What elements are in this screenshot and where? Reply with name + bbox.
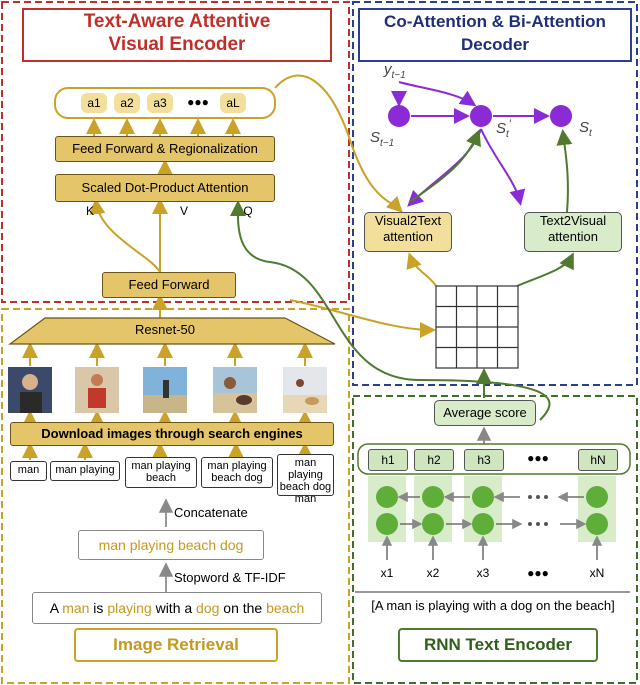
key-label: K: [85, 204, 94, 218]
attention-output-a2: a2: [114, 93, 140, 113]
attention-output-a1: a1: [81, 93, 107, 113]
stopword-label: Stopword & TF-IDF: [174, 570, 286, 585]
query-1: man: [10, 461, 47, 481]
query-label: Q: [243, 204, 253, 218]
hidden-h3: h3: [464, 449, 504, 471]
value-label: V: [179, 204, 188, 218]
s-next-label: St: [579, 119, 592, 139]
hidden-hN: hN: [578, 449, 618, 471]
average-score: Average score: [434, 400, 536, 426]
image-retrieval-frame: [1, 308, 350, 684]
y-prev-label: yt−1: [384, 61, 406, 81]
attention-output-ellipsis: ●●●: [187, 95, 209, 109]
input-x3: x3: [476, 566, 490, 580]
feed-forward-regionalization: Feed Forward & Regionalization: [55, 136, 275, 162]
resnet-trapezoid: [8, 317, 336, 345]
attention-output-a3: a3: [147, 93, 173, 113]
input-x1: x1: [380, 566, 394, 580]
s-mid-label: St′: [496, 118, 511, 140]
input-xN: xN: [589, 566, 605, 580]
feed-forward: Feed Forward: [102, 272, 236, 298]
download-images: Download images through search engines: [10, 422, 334, 446]
hidden-h1: h1: [368, 449, 408, 471]
rnn-sentence: [A man is playing with a dog on the beac…: [371, 598, 615, 613]
query-2: man playing: [50, 461, 120, 481]
input-x2: x2: [426, 566, 440, 580]
visual-encoder-title: Text-Aware Attentive Visual Encoder: [22, 8, 332, 62]
hidden-h2: h2: [414, 449, 454, 471]
concatenate-label: Concatenate: [174, 505, 248, 520]
decoder-title: Co-Attention & Bi-Attention Decoder: [358, 8, 632, 62]
query-4: man playing beach dog: [201, 457, 273, 488]
visual-encoder-frame: [1, 1, 350, 303]
input-ellipsis: ●●●: [527, 566, 549, 580]
query-green-arrow: [229, 200, 551, 421]
rnn-encoder-title: RNN Text Encoder: [398, 628, 598, 662]
input-sentence: A man is playing with a dog on the beach: [32, 592, 322, 624]
attention-grid: [435, 285, 519, 369]
query-3: man playing beach: [125, 457, 197, 488]
resnet-label: Resnet-50: [135, 322, 195, 337]
image-thumbnails: [8, 367, 327, 413]
hidden-ellipsis: ●●●: [527, 451, 549, 465]
scaled-dot-product-attention: Scaled Dot-Product Attention: [55, 174, 275, 202]
keywords-box: man playing beach dog: [78, 530, 264, 560]
decoder-frame: [352, 1, 638, 386]
s-prev-label: St−1: [370, 129, 395, 149]
query-5: man playing beach dog man: [277, 454, 334, 505]
attention-output-aL: aL: [220, 93, 246, 113]
image-retrieval-title: Image Retrieval: [74, 628, 278, 662]
